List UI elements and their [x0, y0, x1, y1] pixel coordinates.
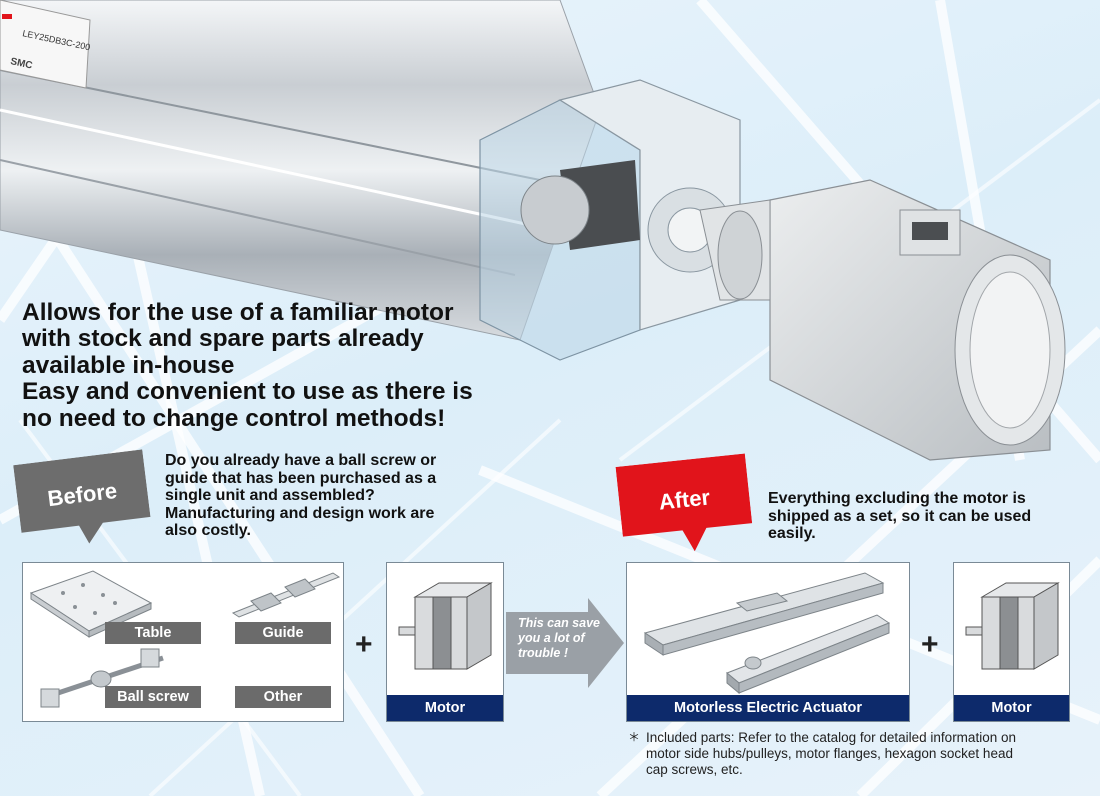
note-asterisk: ＊ — [628, 730, 641, 744]
plus-symbol: + — [355, 628, 373, 661]
arrow-text: This can save you a lot of trouble ! — [518, 616, 608, 660]
transition-arrow: This can save you a lot of trouble ! — [506, 598, 624, 688]
part-tag-guide: Guide — [235, 622, 331, 644]
included-parts-note: ＊ Included parts: Refer to the catalog f… — [628, 730, 1088, 778]
headline-line: no need to change control methods! — [22, 404, 446, 432]
before-description-line: Do you already have a ball screw or — [165, 452, 437, 469]
parts-illustration — [29, 570, 341, 708]
arrow-text-line: trouble ! — [518, 645, 568, 660]
before-description-line: single unit and assembled? — [165, 487, 375, 505]
actuator-box: Motorless Electric Actuator — [626, 562, 910, 722]
headline: Allows for the use of a familiar motor w… — [22, 299, 542, 432]
before-description: Do you already have a ball screw or guid… — [165, 452, 495, 540]
after-description-line: Everything excluding the motor is — [768, 490, 1026, 507]
part-tag-table: Table — [105, 622, 201, 644]
before-description-line: guide that has been purchased as a — [165, 469, 437, 487]
motorless-actuator-image — [643, 572, 891, 695]
headline-line: available in-house — [22, 351, 235, 379]
motor-icon — [965, 582, 1060, 670]
after-description-line: shipped as a set, so it can be used — [768, 507, 1032, 525]
product-brand-label: SMC — [9, 56, 33, 71]
actuator-caption: Motorless Electric Actuator — [627, 695, 909, 721]
motor-caption: Motor — [954, 695, 1069, 721]
after-bubble: After — [615, 453, 755, 558]
after-bubble-label: After — [657, 484, 712, 515]
motor-caption: Motor — [387, 695, 503, 721]
headline-line: Easy and convenient to use as there is — [22, 378, 473, 406]
plus-symbol: + — [921, 628, 939, 661]
note-line: cap screws, etc. — [646, 761, 743, 777]
before-parts-box: Table Guide Ball screw Other — [22, 562, 344, 722]
after-bubble-shape — [615, 453, 753, 552]
headline-line: with stock and spare parts already — [22, 325, 424, 353]
before-bubble: Before — [13, 449, 153, 551]
before-description-line: Manufacturing and design work are — [165, 504, 435, 522]
part-tag-ball-screw: Ball screw — [105, 686, 201, 708]
motor-icon — [398, 582, 493, 670]
arrow-text-line: you a lot of — [518, 630, 585, 645]
before-description-line: also costly. — [165, 522, 251, 540]
motor-box-after: Motor — [953, 562, 1070, 722]
before-bubble-shape — [13, 449, 151, 544]
after-description: Everything excluding the motor is shippe… — [768, 490, 1088, 543]
motor-box-before: Motor — [386, 562, 504, 722]
note-line: motor side hubs/pulleys, motor flanges, … — [646, 745, 1013, 761]
arrow-text-line: This can save — [518, 616, 600, 630]
headline-line: Allows for the use of a familiar motor — [22, 299, 454, 326]
actuator-illustration: LEY25DB3C-200 SMC — [0, 0, 1066, 461]
after-description-line: easily. — [768, 525, 816, 543]
note-line: Included parts: Refer to the catalog for… — [646, 730, 1016, 745]
arrow-shape — [506, 598, 624, 688]
part-tag-other: Other — [235, 686, 331, 708]
